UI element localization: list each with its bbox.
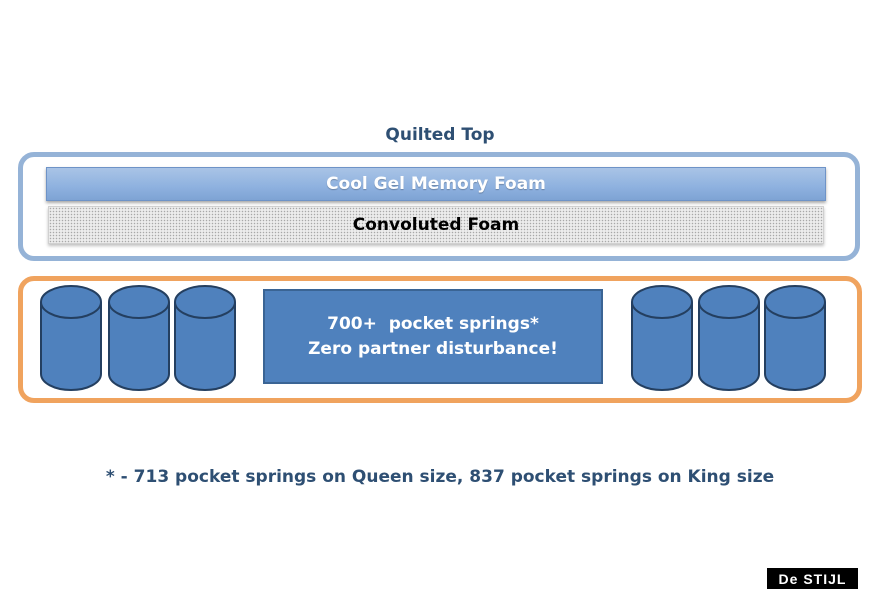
pocket-springs-count: 700+ pocket springs* (327, 313, 539, 334)
de-stijl-logo: De STIJL (767, 568, 858, 589)
pocket-springs-callout: 700+ pocket springs* Zero partner distur… (263, 289, 603, 384)
pocket-spring-cylinder (40, 285, 102, 391)
pocket-spring-cylinder (631, 285, 693, 391)
pocket-springs-footnote: * - 713 pocket springs on Queen size, 83… (105, 467, 775, 487)
pocket-spring-cylinder (108, 285, 170, 391)
cool-gel-memory-foam-layer: Cool Gel Memory Foam (46, 167, 826, 201)
pocket-spring-cylinder (764, 285, 826, 391)
quilted-top-label: Quilted Top (385, 125, 495, 145)
convoluted-foam-layer: Convoluted Foam (48, 206, 824, 244)
pocket-spring-cylinder (174, 285, 236, 391)
partner-disturbance-text: Zero partner disturbance! (308, 338, 558, 359)
pocket-spring-cylinder (698, 285, 760, 391)
